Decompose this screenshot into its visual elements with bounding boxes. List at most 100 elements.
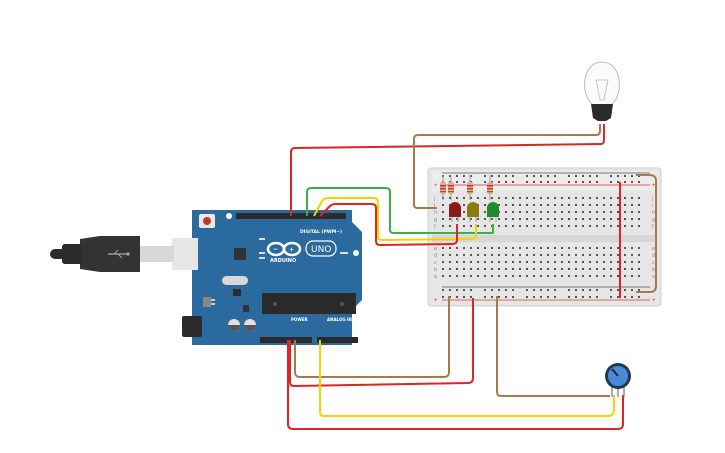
breadboard-hole[interactable] — [540, 296, 542, 298]
breadboard-hole[interactable] — [603, 197, 605, 199]
breadboard-hole[interactable] — [498, 218, 500, 220]
breadboard-hole[interactable] — [631, 289, 633, 291]
breadboard-hole[interactable] — [575, 211, 577, 213]
breadboard-hole[interactable] — [449, 197, 451, 199]
breadboard-hole[interactable] — [575, 225, 577, 227]
breadboard-hole[interactable] — [554, 218, 556, 220]
breadboard-hole[interactable] — [533, 275, 535, 277]
led-green[interactable] — [487, 202, 499, 222]
breadboard-hole[interactable] — [582, 254, 584, 256]
breadboard-hole[interactable] — [631, 204, 633, 206]
breadboard-hole[interactable] — [589, 197, 591, 199]
breadboard-hole[interactable] — [512, 296, 514, 298]
breadboard-hole[interactable] — [498, 247, 500, 249]
breadboard-hole[interactable] — [631, 218, 633, 220]
usb-port[interactable] — [172, 238, 198, 270]
breadboard-hole[interactable] — [505, 181, 507, 183]
breadboard-hole[interactable] — [575, 197, 577, 199]
led-red[interactable] — [449, 202, 461, 222]
breadboard-hole[interactable] — [540, 211, 542, 213]
breadboard-hole[interactable] — [505, 254, 507, 256]
breadboard-hole[interactable] — [477, 247, 479, 249]
breadboard-hole[interactable] — [456, 254, 458, 256]
breadboard-hole[interactable] — [519, 254, 521, 256]
breadboard-hole[interactable] — [617, 225, 619, 227]
breadboard-hole[interactable] — [512, 197, 514, 199]
breadboard-hole[interactable] — [575, 289, 577, 291]
leds[interactable] — [449, 202, 499, 222]
breadboard-hole[interactable] — [533, 197, 535, 199]
breadboard-hole[interactable] — [610, 275, 612, 277]
breadboard-hole[interactable] — [470, 175, 472, 177]
breadboard-hole[interactable] — [505, 261, 507, 263]
breadboard-hole[interactable] — [519, 218, 521, 220]
breadboard-hole[interactable] — [491, 254, 493, 256]
breadboard-hole[interactable] — [561, 275, 563, 277]
breadboard-hole[interactable] — [610, 254, 612, 256]
breadboard-hole[interactable] — [582, 181, 584, 183]
breadboard-hole[interactable] — [610, 204, 612, 206]
breadboard-hole[interactable] — [498, 197, 500, 199]
breadboard-hole[interactable] — [540, 261, 542, 263]
breadboard-hole[interactable] — [596, 254, 598, 256]
breadboard-hole[interactable] — [512, 225, 514, 227]
breadboard-hole[interactable] — [561, 197, 563, 199]
breadboard-hole[interactable] — [603, 225, 605, 227]
breadboard-hole[interactable] — [603, 254, 605, 256]
breadboard-hole[interactable] — [610, 181, 612, 183]
breadboard-hole[interactable] — [638, 254, 640, 256]
breadboard-hole[interactable] — [617, 296, 619, 298]
breadboard-hole[interactable] — [638, 218, 640, 220]
breadboard-hole[interactable] — [470, 225, 472, 227]
breadboard-hole[interactable] — [617, 211, 619, 213]
breadboard-hole[interactable] — [484, 175, 486, 177]
breadboard-hole[interactable] — [596, 218, 598, 220]
breadboard-hole[interactable] — [463, 175, 465, 177]
breadboard-hole[interactable] — [589, 247, 591, 249]
breadboard-hole[interactable] — [631, 296, 633, 298]
breadboard-hole[interactable] — [554, 261, 556, 263]
breadboard-hole[interactable] — [589, 218, 591, 220]
breadboard-hole[interactable] — [442, 268, 444, 270]
breadboard-hole[interactable] — [526, 261, 528, 263]
breadboard-hole[interactable] — [449, 225, 451, 227]
breadboard-hole[interactable] — [624, 254, 626, 256]
breadboard-hole[interactable] — [589, 268, 591, 270]
breadboard-hole[interactable] — [484, 289, 486, 291]
breadboard-hole[interactable] — [610, 261, 612, 263]
breadboard-hole[interactable] — [491, 275, 493, 277]
breadboard-hole[interactable] — [463, 296, 465, 298]
light-bulb-icon[interactable] — [584, 61, 620, 121]
breadboard-hole[interactable] — [526, 296, 528, 298]
breadboard-hole[interactable] — [484, 204, 486, 206]
breadboard-hole[interactable] — [575, 247, 577, 249]
breadboard-hole[interactable] — [582, 218, 584, 220]
breadboard-hole[interactable] — [589, 175, 591, 177]
arduino-uno-board[interactable]: DIGITAL (PWM~) − + UNO ARDUINO — [172, 210, 362, 345]
breadboard-hole[interactable] — [610, 268, 612, 270]
resistor-1[interactable] — [440, 175, 446, 200]
breadboard-hole[interactable] — [540, 268, 542, 270]
breadboard-hole[interactable] — [547, 247, 549, 249]
wire-brown-gnd-to-breadboard[interactable] — [294, 296, 450, 378]
breadboard-hole[interactable] — [526, 289, 528, 291]
breadboard-hole[interactable] — [624, 204, 626, 206]
breadboard-hole[interactable] — [526, 211, 528, 213]
breadboard-hole[interactable] — [463, 289, 465, 291]
breadboard-hole[interactable] — [491, 197, 493, 199]
breadboard-hole[interactable] — [554, 175, 556, 177]
breadboard-hole[interactable] — [512, 204, 514, 206]
breadboard-hole[interactable] — [456, 261, 458, 263]
breadboard-hole[interactable] — [533, 289, 535, 291]
breadboard-hole[interactable] — [463, 275, 465, 277]
breadboard-hole[interactable] — [491, 296, 493, 298]
breadboard-hole[interactable] — [463, 225, 465, 227]
breadboard-hole[interactable] — [589, 289, 591, 291]
breadboard-hole[interactable] — [547, 197, 549, 199]
breadboard-hole[interactable] — [638, 296, 640, 298]
breadboard-hole[interactable] — [638, 289, 640, 291]
breadboard-hole[interactable] — [470, 254, 472, 256]
breadboard-hole[interactable] — [631, 261, 633, 263]
breadboard-hole[interactable] — [582, 247, 584, 249]
breadboard-hole[interactable] — [568, 247, 570, 249]
